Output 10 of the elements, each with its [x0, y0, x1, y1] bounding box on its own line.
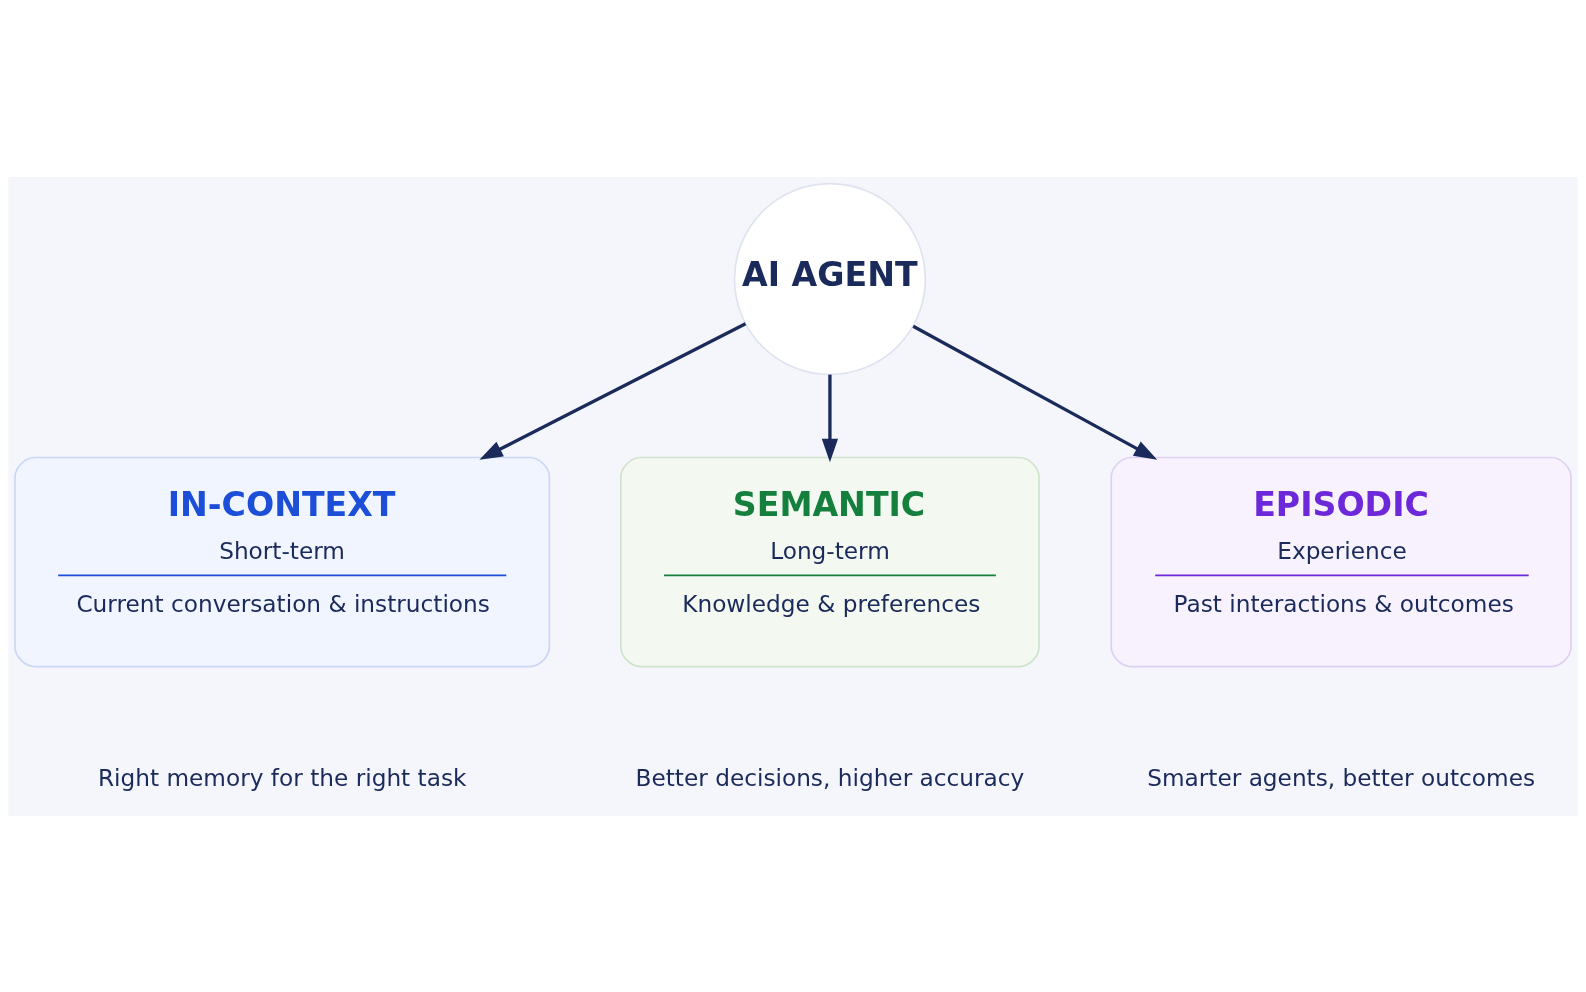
- arrow: [479, 321, 747, 460]
- label: Better decisions, higher accuracy: [635, 763, 1025, 791]
- node-box: EPISODIC Experience Past interactions & outcomes: [1110, 456, 1572, 667]
- label: Right memory for the right task: [97, 763, 467, 791]
- node-box: SEMANTIC Long-term Knowledge & preferences: [619, 456, 1040, 667]
- node-box: IN-CONTEXT Short-term Current conversation & instructions: [14, 456, 551, 667]
- arrow: [912, 324, 1158, 460]
- arrow: [821, 374, 839, 462]
- label: Smarter agents, better outcomes: [1147, 763, 1536, 791]
- node-circle: AI AGENT: [733, 182, 927, 375]
